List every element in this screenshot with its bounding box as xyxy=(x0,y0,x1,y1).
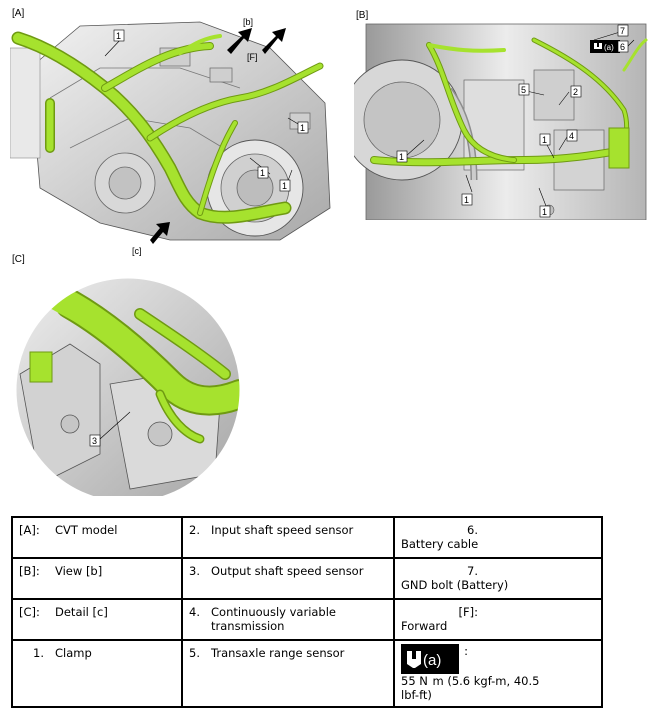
panel-a-callouts: 1 1 1 1 [b] [F] [c] xyxy=(104,17,309,256)
callout-b-5: 5 xyxy=(521,85,526,95)
legend-cell: 5. Transaxle range sensor xyxy=(181,639,395,708)
torque-badge: (a) xyxy=(590,40,620,53)
legend-cell: [F]: Forward xyxy=(393,598,603,641)
legend-key: [C]: xyxy=(19,605,40,619)
callout-a-3: 1 xyxy=(260,168,265,178)
callout-b-4: 4 xyxy=(569,131,574,141)
panel-b-callouts: 7 6 5 2 4 1 1 1 1 xyxy=(396,24,635,218)
legend-key: [B]: xyxy=(19,564,40,578)
forward-label: [F] xyxy=(247,52,258,62)
panel-b-illustration: (a) 7 6 5 2 4 1 1 1 xyxy=(354,23,648,220)
legend-key: 2. xyxy=(189,523,200,537)
callout-a-2: 1 xyxy=(300,123,305,133)
view-b-label: [b] xyxy=(243,17,253,27)
legend-table: [A]: CVT model 2. Input shaft speed sensor… xyxy=(11,516,603,708)
legend-value: Continuously variable transmission xyxy=(211,605,337,633)
legend-row: 1. Clamp 5. Transaxle range sensor (a) : 55… xyxy=(11,639,603,708)
callout-b-7: 7 xyxy=(620,26,625,36)
view-arrows xyxy=(150,28,286,244)
legend-cell: [B]: View [b] xyxy=(11,557,183,600)
torque-wrench-icon: (a) xyxy=(401,644,459,674)
torque-badge-label: (a) xyxy=(604,43,614,52)
legend-row: [C]: Detail [c] 4. Continuously variable t… xyxy=(11,598,603,641)
legend-value: Input shaft speed sensor xyxy=(211,523,354,537)
panel-a-label: [A] xyxy=(12,8,25,19)
legend-key: 5. xyxy=(189,646,200,660)
legend-key: : xyxy=(464,644,468,658)
legend-value: CVT model xyxy=(55,523,118,537)
panel-a-illustration: 1 1 1 1 [b] [F] [c] xyxy=(10,17,331,256)
wire-harness xyxy=(11,31,324,224)
transmission-body xyxy=(10,21,331,241)
legend-value: Detail [c] xyxy=(55,605,108,619)
legend-cell: (a) : 55 N m (5.6 kgf-m, 40.5 lbf-ft) xyxy=(393,639,603,708)
detail-c-label: [c] xyxy=(132,246,142,256)
legend-key: [A]: xyxy=(19,523,40,537)
legend-key: 3. xyxy=(189,564,200,578)
legend-cell: 7.GND bolt (Battery) xyxy=(393,557,603,600)
panel-b: [B] xyxy=(354,10,652,220)
torque-icon-label: (a) xyxy=(423,652,441,669)
legend-key: 1. xyxy=(33,646,44,660)
transmission-view-b xyxy=(354,23,647,220)
callout-b-1b: 1 xyxy=(542,135,547,145)
panel-a: [A] xyxy=(10,8,336,258)
legend-cell: 6.Battery cable xyxy=(393,516,603,559)
legend-cell: 3. Output shaft speed sensor xyxy=(181,557,395,600)
callout-a-1: 1 xyxy=(116,31,121,41)
legend-key: 6. xyxy=(467,523,478,537)
legend-cell: 1. Clamp xyxy=(11,639,183,708)
legend-value: Battery cable xyxy=(401,537,479,551)
detail-c-view xyxy=(16,278,240,496)
legend-cell: 2. Input shaft speed sensor xyxy=(181,516,395,559)
wire-harness-b xyxy=(370,37,648,169)
legend-cell: [A]: CVT model xyxy=(11,516,183,559)
legend-cell: [C]: Detail [c] xyxy=(11,598,183,641)
legend-key: 4. xyxy=(189,605,200,619)
panel-c-callouts: 3 xyxy=(89,411,131,447)
callout-a-4: 1 xyxy=(282,181,287,191)
legend-row: [A]: CVT model 2. Input shaft speed sensor… xyxy=(11,516,603,559)
panel-b-label: [B] xyxy=(356,10,369,21)
legend-value: Transaxle range sensor xyxy=(211,646,345,660)
panel-c-label: [C] xyxy=(12,254,25,265)
panel-c: [C] xyxy=(10,254,250,496)
callout-b-2: 2 xyxy=(573,87,578,97)
legend-value: View [b] xyxy=(55,564,103,578)
legend-value: 55 N m (5.6 kgf-m, 40.5 lbf-ft) xyxy=(401,674,540,702)
legend-value: Clamp xyxy=(55,646,92,660)
panel-c-illustration: 3 xyxy=(15,277,241,496)
legend-key: 7. xyxy=(467,564,478,578)
legend-cell: 4. Continuously variable transmission xyxy=(181,598,395,641)
legend-row: [B]: View [b] 3. Output shaft speed sensor… xyxy=(11,557,603,600)
callout-b-6: 6 xyxy=(620,42,625,52)
callout-b-1a: 1 xyxy=(399,152,404,162)
callout-b-1c: 1 xyxy=(464,195,469,205)
callout-c-3: 3 xyxy=(92,436,97,446)
legend-value: Forward xyxy=(401,619,448,633)
legend-value: Output shaft speed sensor xyxy=(211,564,364,578)
callout-b-1d: 1 xyxy=(542,207,547,217)
legend-value: GND bolt (Battery) xyxy=(401,578,509,592)
legend-key: [F]: xyxy=(458,605,478,619)
